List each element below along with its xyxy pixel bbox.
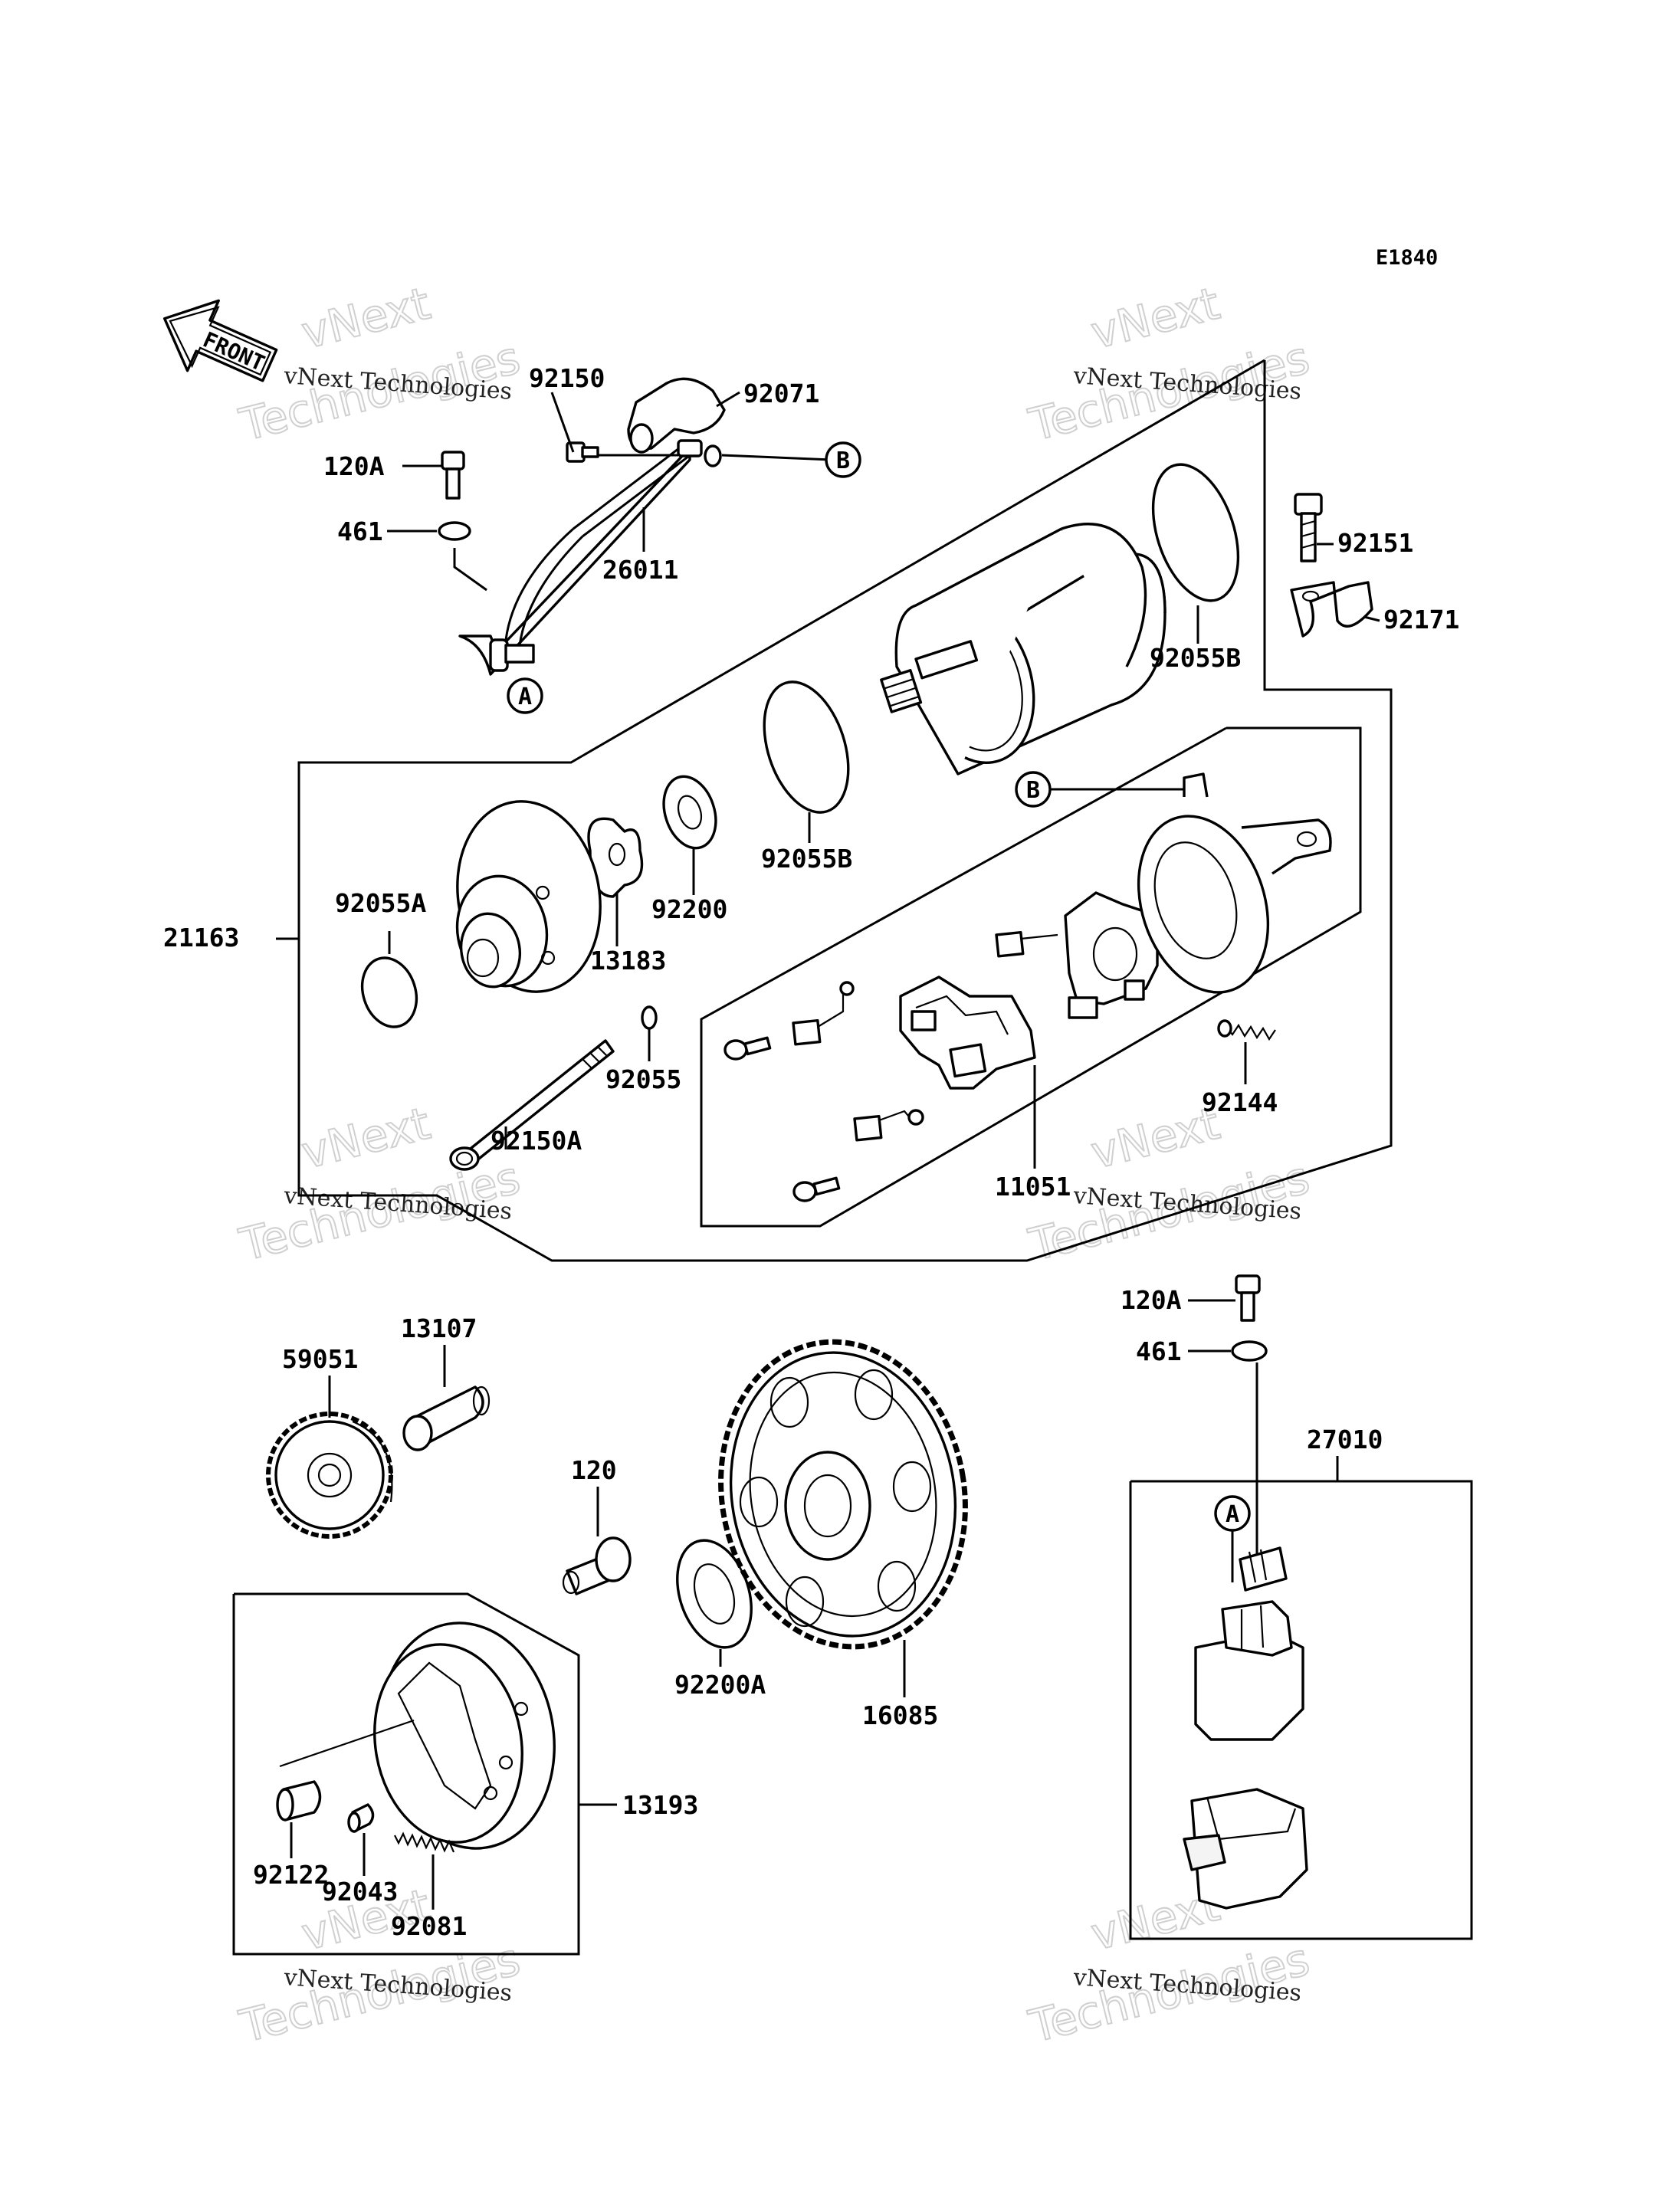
terminal-cap bbox=[627, 377, 726, 454]
o-ring-92055A bbox=[360, 956, 418, 1028]
ref-circle-b-rear: B bbox=[1015, 771, 1052, 808]
part-label: 27010 bbox=[1307, 1425, 1383, 1454]
watermark-top-right: vNext Technologies vNext Technologies bbox=[1023, 277, 1315, 452]
o-ring-92055 bbox=[641, 1005, 658, 1030]
front-arrow-icon: FRONT bbox=[162, 299, 278, 382]
watermark-bottom-right: vNext Technologies vNext Technologies bbox=[1023, 1878, 1315, 2054]
washer-top-b bbox=[704, 444, 722, 467]
o-ring-92055B-top bbox=[1151, 463, 1240, 602]
plunger-92043 bbox=[347, 1803, 375, 1833]
svg-text:A: A bbox=[518, 684, 532, 710]
brush-holder bbox=[899, 976, 1036, 1090]
part-label: 92150 bbox=[529, 363, 605, 393]
roller-92122 bbox=[276, 1719, 415, 1822]
leader-461-to-cable bbox=[453, 548, 487, 592]
svg-text:vNext: vNext bbox=[1086, 277, 1225, 359]
svg-text:vNext: vNext bbox=[297, 277, 435, 359]
part-label: 92144 bbox=[1202, 1087, 1278, 1117]
brush-plate bbox=[1064, 891, 1159, 1019]
washer-461-bottom bbox=[1231, 1340, 1268, 1362]
part-label: 92043 bbox=[322, 1877, 398, 1907]
part-label: 120A bbox=[1121, 1285, 1182, 1315]
clamp-92171 bbox=[1290, 581, 1373, 638]
brush-holder-frame bbox=[700, 726, 1362, 1228]
part-label: 26011 bbox=[602, 555, 678, 585]
svg-text:B: B bbox=[1026, 777, 1040, 804]
part-label: 92200A bbox=[674, 1670, 766, 1700]
part-label: 11051 bbox=[995, 1172, 1071, 1202]
gear-16085 bbox=[718, 1339, 968, 1650]
part-label: 461 bbox=[337, 516, 383, 546]
part-label: 16085 bbox=[862, 1700, 938, 1730]
svg-text:A: A bbox=[1226, 1501, 1239, 1528]
part-label: 92055B bbox=[761, 844, 852, 874]
part-labels: 92150 92071 120A 461 26011 92151 92171 9… bbox=[163, 363, 1459, 1941]
through-bolt-92150A bbox=[449, 1039, 615, 1171]
part-label: 120A bbox=[323, 451, 385, 481]
gear-59051 bbox=[266, 1412, 393, 1539]
screw-brush-1 bbox=[724, 1036, 772, 1061]
ref-circle-a-cable: A bbox=[507, 677, 543, 714]
relay-fuse bbox=[1239, 1546, 1288, 1592]
part-label: 13193 bbox=[622, 1790, 698, 1820]
rear-cover bbox=[1137, 772, 1332, 994]
part-label: 13107 bbox=[401, 1313, 477, 1343]
part-label: 92171 bbox=[1383, 605, 1459, 635]
bolt-120A-bottom bbox=[1235, 1274, 1261, 1322]
starter-relay bbox=[1194, 1600, 1304, 1741]
part-label: 92071 bbox=[743, 379, 819, 408]
screw-brush-2 bbox=[792, 1176, 841, 1202]
washer-461-top bbox=[438, 521, 471, 541]
ref-circle-a-relay: A bbox=[1214, 1495, 1251, 1532]
part-label: 120 bbox=[571, 1455, 617, 1485]
bolt-120A-top bbox=[441, 451, 465, 500]
spring-92081 bbox=[394, 1831, 455, 1853]
relay-cover bbox=[1183, 1788, 1308, 1910]
part-label: 92055 bbox=[605, 1064, 681, 1094]
part-label: 13183 bbox=[590, 946, 666, 976]
shaft-13107 bbox=[402, 1385, 491, 1451]
watermark-mid-left: vNext Technologies vNext Technologies bbox=[234, 1097, 526, 1272]
o-ring-92055B-mid bbox=[763, 680, 850, 814]
leader-lines bbox=[276, 391, 1380, 1910]
brush-right bbox=[995, 930, 1058, 958]
starter-cable bbox=[458, 439, 703, 676]
starter-motor-frame bbox=[297, 359, 1393, 1262]
part-label: 21163 bbox=[163, 923, 239, 953]
part-label: 59051 bbox=[282, 1344, 358, 1374]
bolt-92151 bbox=[1294, 493, 1323, 562]
part-label: 92055A bbox=[335, 888, 426, 918]
one-way-clutch bbox=[373, 1622, 556, 1850]
part-label: 92150A bbox=[491, 1126, 582, 1156]
front-cover bbox=[455, 800, 602, 993]
diagram-code: E1840 bbox=[1376, 246, 1438, 270]
motor-body bbox=[880, 523, 1166, 776]
part-label: 92122 bbox=[253, 1860, 329, 1890]
bolt-120 bbox=[562, 1536, 632, 1595]
part-label: 92200 bbox=[651, 894, 727, 924]
svg-text:vNext: vNext bbox=[297, 1097, 435, 1179]
washer-92200 bbox=[662, 775, 717, 850]
watermark-top-left: vNext Technologies vNext Technologies bbox=[234, 277, 526, 452]
svg-text:B: B bbox=[836, 448, 850, 474]
ref-circle-b-top: B bbox=[825, 441, 861, 478]
brush-bottom bbox=[853, 1109, 924, 1142]
spring-92144 bbox=[1217, 1019, 1276, 1041]
brush-left bbox=[792, 981, 855, 1046]
part-label: 92151 bbox=[1337, 528, 1413, 558]
part-label: 92055B bbox=[1150, 643, 1241, 673]
relay-frame bbox=[1129, 1480, 1473, 1940]
part-label: 461 bbox=[1136, 1336, 1182, 1366]
part-label: 92081 bbox=[391, 1911, 467, 1941]
